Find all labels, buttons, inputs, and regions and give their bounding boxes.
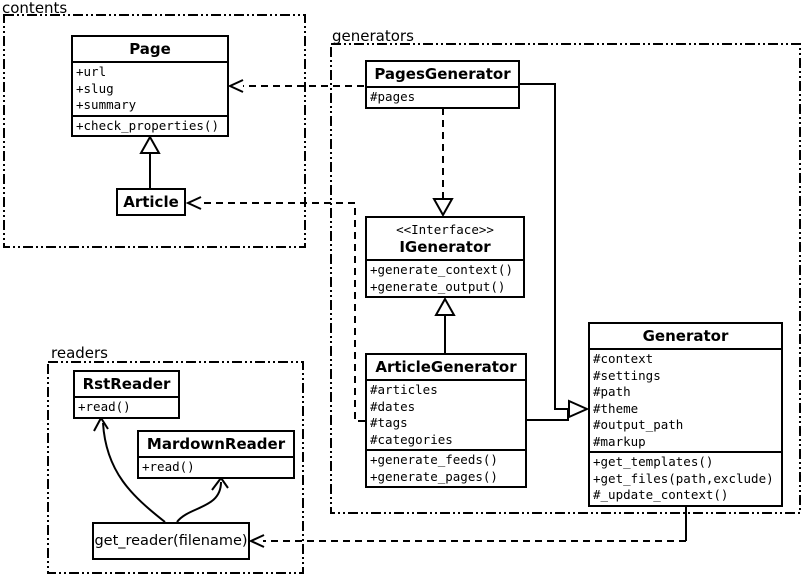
inheritance-triangle-icon [568, 399, 590, 419]
methods-compartment: +read() [75, 396, 178, 417]
getreader-mardownreader-arrow [176, 481, 222, 523]
attribute: #settings [593, 367, 661, 383]
method: +generate_output() [370, 278, 506, 294]
class-mardownreader: MardownReader +read() [137, 430, 295, 479]
attribute: #dates [370, 398, 416, 414]
package-contents-border [3, 14, 306, 248]
methods-compartment: +generate_feeds() +generate_pages() [367, 449, 525, 486]
inheritance-triangle-icon [434, 296, 456, 316]
realization-triangle-icon [432, 198, 454, 218]
class-generator: Generator #context #settings #path #them… [588, 322, 783, 507]
package-label-generators: generators [332, 27, 414, 45]
class-name: IGenerator [399, 238, 491, 256]
class-name-block: <<Interface>> IGenerator [367, 218, 523, 259]
class-article: Article [116, 188, 186, 216]
method: #_update_context() [593, 487, 729, 502]
methods-compartment: +check_properties() [73, 114, 227, 136]
open-arrowhead-icon [248, 534, 265, 548]
interface-igenerator: <<Interface>> IGenerator +generate_conte… [365, 216, 525, 298]
articlegenerator-article-dependency-line [201, 202, 365, 422]
attribute: #categories [370, 431, 453, 447]
method: +generate_pages() [370, 468, 498, 484]
method: +generate_context() [370, 262, 513, 277]
attribute: #path [593, 384, 631, 399]
class-articlegenerator: ArticleGenerator #articles #dates #tags … [365, 353, 527, 488]
class-page: Page +url +slug +summary +check_properti… [71, 35, 229, 137]
attribute: #pages [370, 89, 416, 104]
open-arrowhead-icon [185, 196, 202, 210]
method: +read() [78, 399, 131, 414]
method: +get_files(path,exclude) [593, 470, 774, 486]
attributes-compartment: #pages [367, 86, 518, 107]
attributes-compartment: #context #settings #path #theme #output_… [590, 348, 781, 451]
methods-compartment: +get_templates() +get_files(path,exclude… [590, 451, 781, 505]
method: +generate_feeds() [370, 452, 498, 467]
attribute: #markup [593, 433, 646, 449]
articlegenerator-generator-inheritance-line [527, 409, 569, 421]
class-name: Generator [642, 327, 729, 345]
attributes-compartment: #articles #dates #tags #categories [367, 379, 525, 449]
attribute: #articles [370, 382, 438, 397]
class-name: MardownReader [146, 435, 286, 453]
inheritance-triangle-icon [139, 134, 161, 154]
attribute: +summary [76, 97, 137, 112]
method: +read() [142, 459, 195, 474]
open-arrowhead-icon [227, 79, 244, 93]
package-readers-border [47, 361, 304, 574]
attribute: +slug [76, 80, 114, 96]
getreader-rstreader-arrow [102, 422, 166, 523]
methods-compartment: +generate_context() +generate_output() [367, 259, 523, 296]
class-name: ArticleGenerator [375, 358, 517, 376]
attributes-compartment: +url +slug +summary [73, 61, 227, 115]
function-get-reader: get_reader(filename) [92, 522, 250, 560]
package-label-readers: readers [51, 344, 108, 362]
package-generators-border [330, 43, 801, 514]
class-name: Article [123, 193, 179, 211]
open-arrowhead-icon [93, 416, 109, 432]
package-label-contents: contents [2, 0, 68, 17]
method: +check_properties() [76, 117, 219, 133]
function-label: get_reader(filename) [94, 533, 248, 549]
class-name: RstReader [82, 375, 171, 393]
attribute: #tags [370, 415, 408, 430]
attribute: +url [76, 64, 107, 79]
class-pagesgenerator: PagesGenerator #pages [365, 60, 520, 109]
method: +get_templates() [593, 454, 714, 469]
class-rstreader: RstReader +read() [73, 370, 180, 419]
attribute: #context [593, 351, 654, 366]
stereotype: <<Interface>> [396, 222, 494, 237]
pagesgenerator-generator-inheritance-line [520, 83, 569, 410]
attribute: #theme [593, 400, 639, 416]
class-name: PagesGenerator [374, 65, 511, 83]
attribute: #output_path [593, 417, 684, 432]
class-name: Page [129, 40, 171, 58]
methods-compartment: +read() [139, 456, 293, 477]
